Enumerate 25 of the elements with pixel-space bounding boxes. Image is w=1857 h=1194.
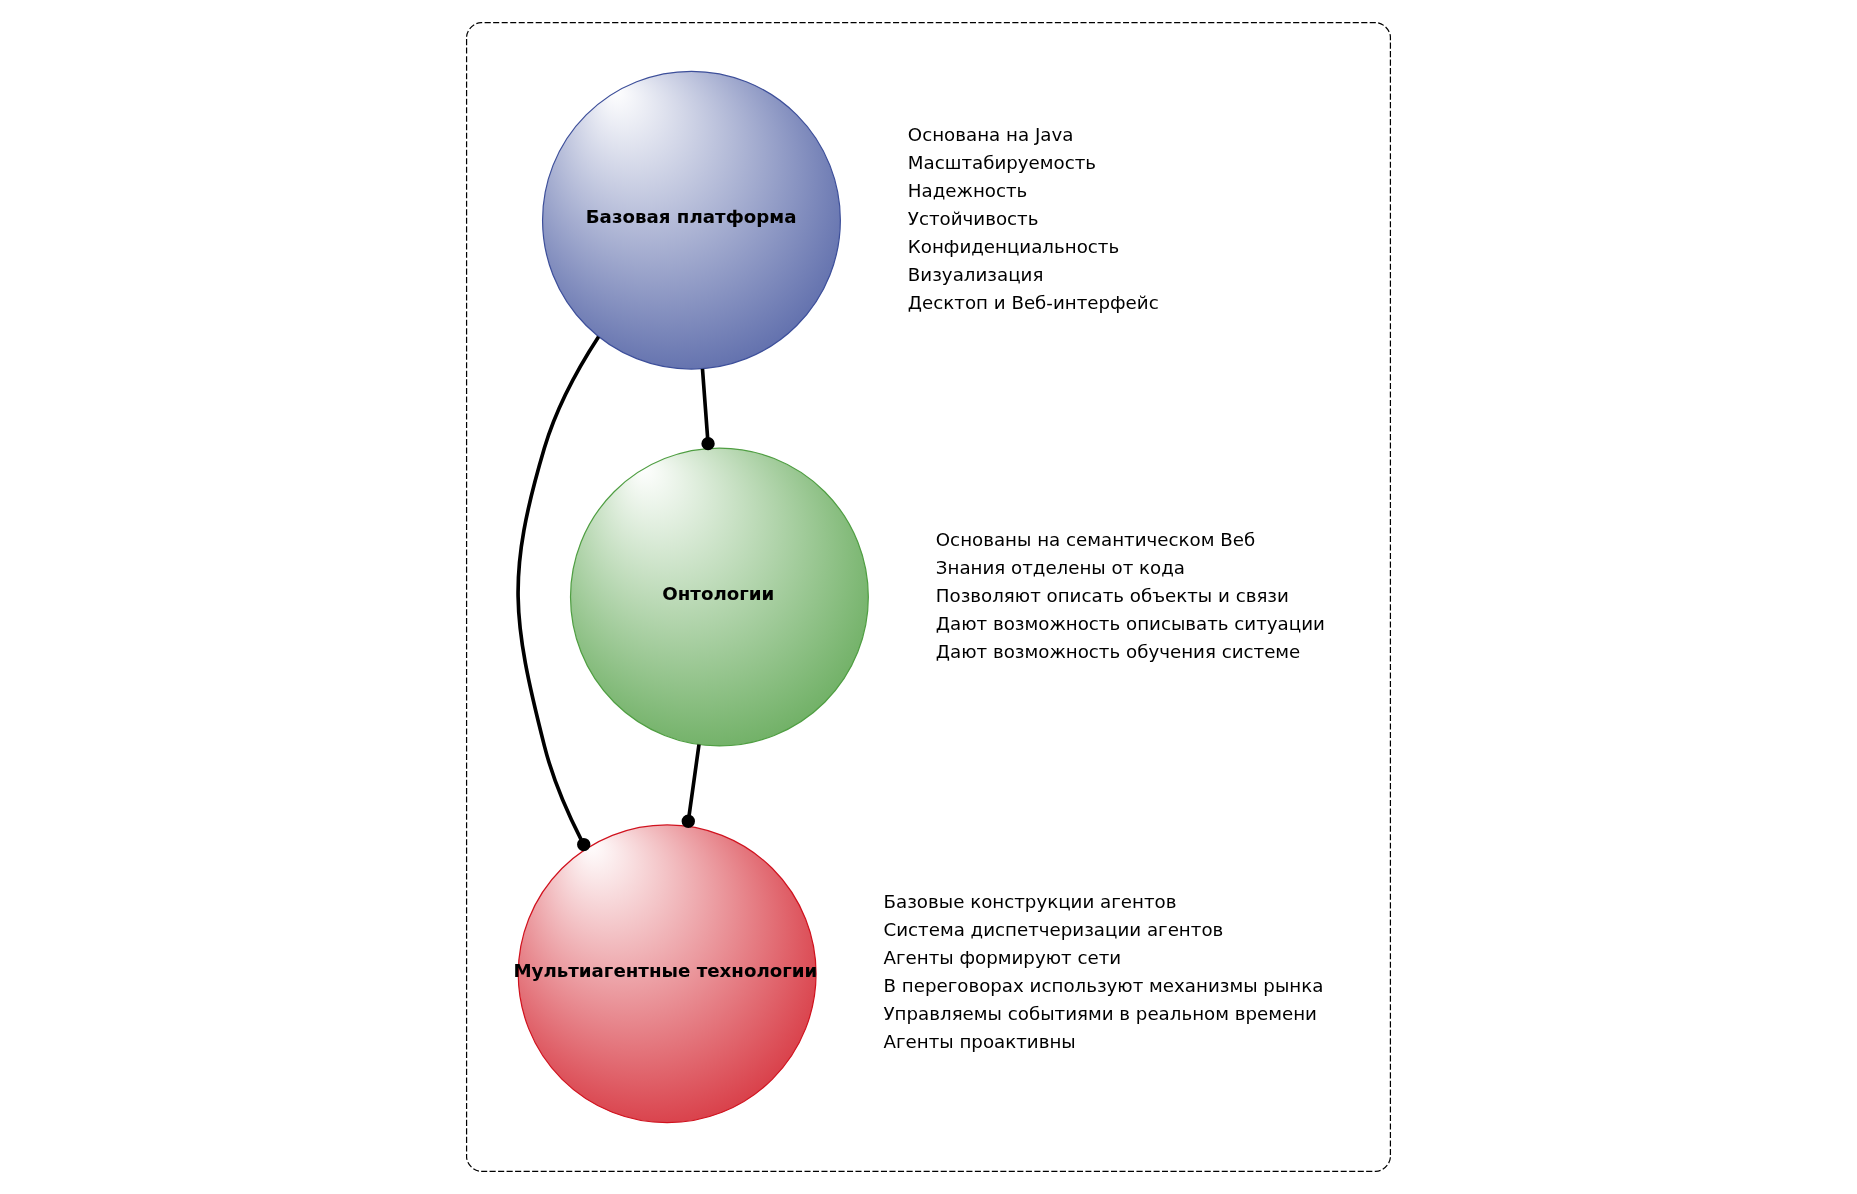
node-label: Конфиденциальность: [907, 236, 1120, 257]
node-label: Дают возможность описывать ситуации: [935, 612, 1325, 634]
node-label: Десктоп и Веб-интерфейс: [907, 291, 1159, 313]
node-label: Агенты проактивны: [883, 1030, 1076, 1052]
node-label: Система диспетчеризации агентов: [883, 919, 1224, 941]
node-label: Основана на Java: [907, 124, 1074, 146]
node-label: Визуализация: [907, 263, 1044, 285]
node-label: Масштабируемость: [907, 152, 1097, 174]
node-label: Дают возможность обучения системе: [935, 640, 1301, 662]
node-label: Агенты формируют сети: [883, 947, 1122, 969]
node-circle: Онтологии: [569, 447, 869, 747]
node-label: Знания отделены от кода: [935, 556, 1186, 578]
node-circle: Базовая платформа: [541, 70, 841, 370]
node-label: Основаны на семантическом Веб: [935, 528, 1256, 550]
node-label: Базовые конструкции агентов: [883, 891, 1177, 913]
node-label: Устойчивость: [907, 208, 1039, 230]
connector: [700, 368, 715, 451]
cluster: [465, 22, 1391, 1172]
node-label: Управляемы событиями в реальном времени: [883, 1003, 1317, 1025]
connector: [516, 335, 601, 852]
node-label: Позволяют описать объекты и связи: [935, 584, 1289, 606]
node-label: В переговорах используют механизмы рынка: [883, 975, 1324, 997]
node-label: Надежность: [907, 180, 1028, 202]
node-circle: Мультиагентные технологии: [517, 824, 817, 1124]
connector: [681, 744, 701, 828]
